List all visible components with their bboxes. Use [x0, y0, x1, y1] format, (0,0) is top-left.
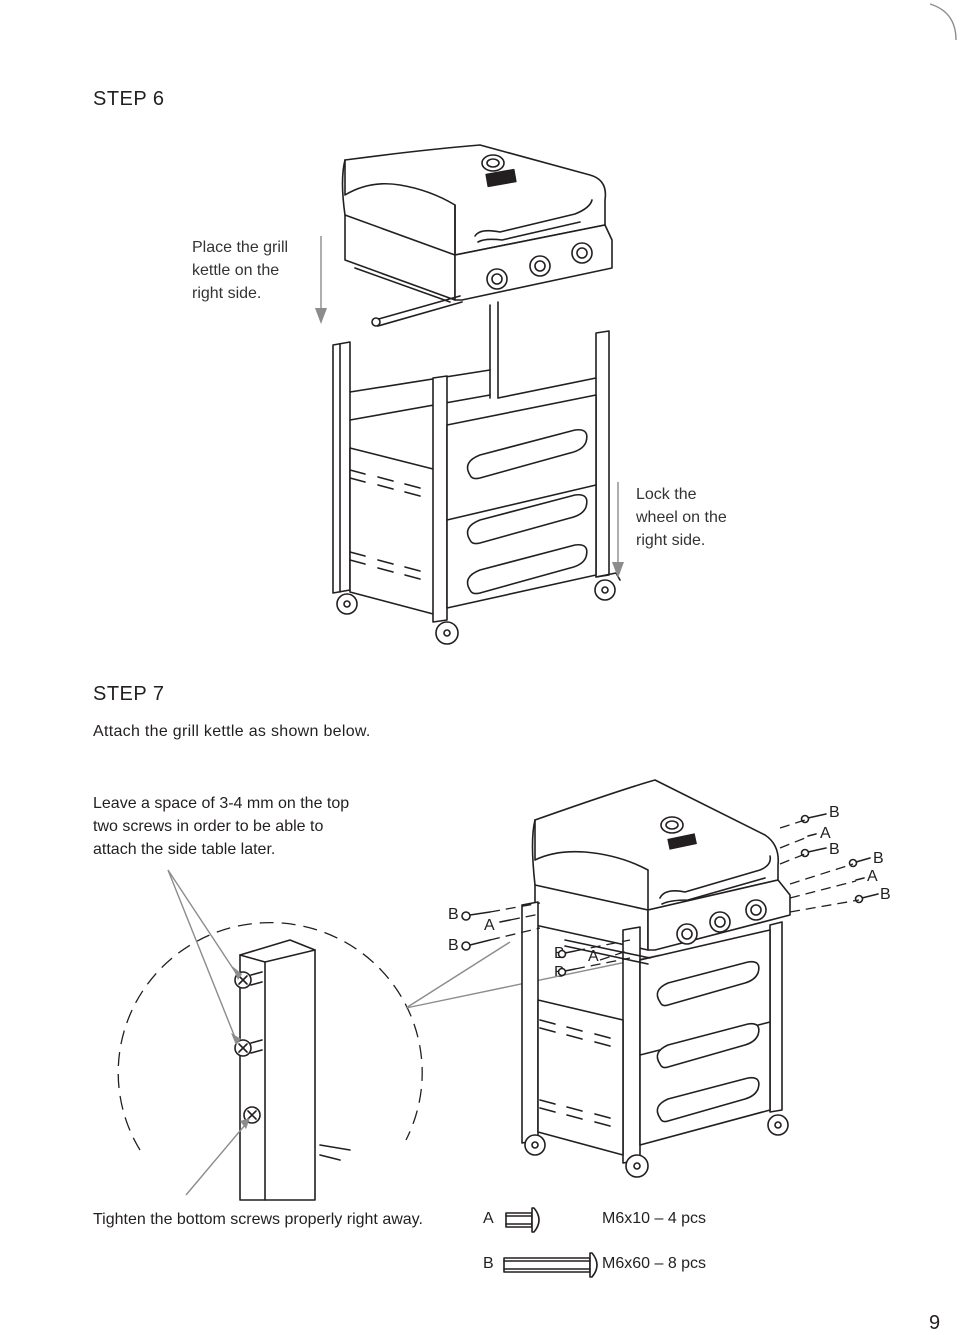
step7-title: STEP 7 — [93, 683, 165, 705]
wheel-callout-line-2: wheel on the — [636, 509, 727, 526]
page-number: 9 — [929, 1312, 941, 1334]
screw-label-a: A — [588, 948, 599, 965]
wheel-callout-line-1: Lock the — [636, 486, 697, 503]
part-b-spec: M6x60 – 8 pcs — [602, 1255, 707, 1272]
screw-label-b: B — [873, 850, 884, 867]
kettle-callout-line-2: kettle on the — [192, 262, 280, 279]
part-b-letter: B — [483, 1255, 494, 1272]
arrow-head — [315, 308, 327, 324]
screw-insertion-lines — [461, 813, 879, 977]
page-corner-curve — [929, 3, 957, 41]
spacing-note: Leave a space of 3-4 mm on the top two s… — [93, 792, 349, 861]
kettle-callout-line-1: Place the grill — [192, 239, 289, 256]
step7-instruction: Attach the grill kettle as shown below. — [93, 723, 371, 740]
spacing-note-line-1: Leave a space of 3-4 mm on the top — [93, 795, 350, 812]
arrow-head — [612, 562, 624, 578]
screw-label-b: B — [448, 906, 459, 923]
kettle-callout-line-3: right side. — [192, 285, 262, 302]
screw-label-a: A — [484, 917, 495, 934]
spacing-note-line-3: attach the side table later. — [93, 841, 276, 858]
screw-label-b: B — [448, 937, 459, 954]
step6-grill-kettle — [341, 144, 613, 327]
step6-title: STEP 6 — [93, 88, 165, 110]
screw-label-b: B — [880, 886, 891, 903]
part-a-spec: M6x10 – 4 pcs — [602, 1210, 707, 1227]
step7-grill — [521, 779, 791, 1178]
kettle-callout: Place the grill kettle on the right side… — [192, 236, 288, 305]
part-a-letter: A — [483, 1210, 494, 1227]
wheel-callout: Lock the wheel on the right side. — [636, 483, 727, 552]
wheel-callout-line-3: right side. — [636, 532, 706, 549]
screw-detail-view — [117, 922, 423, 1201]
screw-label-a: A — [820, 825, 831, 842]
step6-cart — [332, 301, 621, 645]
spacing-note-line-2: two screws in order to be able to — [93, 818, 324, 835]
short-screw-icon — [505, 1207, 540, 1233]
bottom-screws-note: Tighten the bottom screws properly right… — [93, 1211, 423, 1228]
screw-label-a: A — [867, 868, 878, 885]
screw-label-b: B — [829, 841, 840, 858]
long-screw-icon — [503, 1252, 598, 1278]
screw-label-b: B — [829, 804, 840, 821]
